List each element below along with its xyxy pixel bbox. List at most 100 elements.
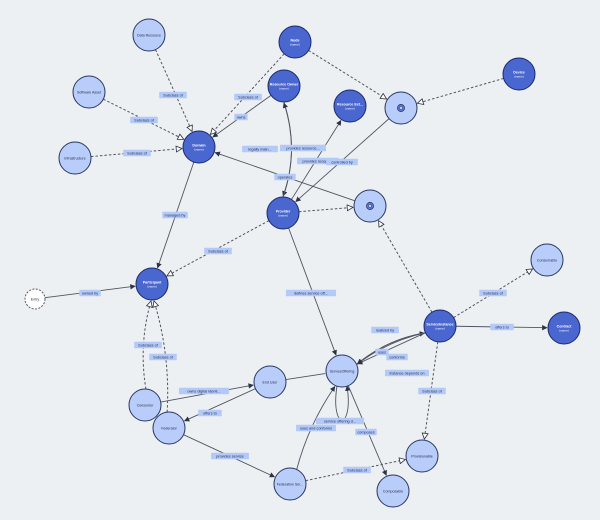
- node-circle: [182, 130, 216, 164]
- edge-label-text: Subclass of: [134, 118, 155, 122]
- edge-label: Subclass of: [130, 116, 158, 124]
- edge-label: legally main...: [242, 145, 278, 153]
- node-circle: [376, 474, 410, 508]
- node-circle: [333, 89, 367, 123]
- node-circle: [325, 354, 359, 388]
- subclass-edge-line: [167, 220, 270, 277]
- node-label: Federation Ser...: [277, 482, 304, 486]
- node-label: Federator: [161, 426, 177, 430]
- subclass-edge-line: [155, 49, 193, 132]
- edge-label-text: owns: [237, 115, 246, 119]
- edges-layer: [44, 49, 548, 482]
- node-sublabel: (name): [147, 285, 157, 289]
- node-service-instance[interactable]: ServiceInstance(name): [423, 309, 457, 343]
- edge-label-text: Subclass of: [238, 95, 259, 99]
- node-provider[interactable]: Provider(name): [266, 196, 300, 230]
- edge-label-box: [418, 387, 446, 395]
- edge-label: Subclass of: [123, 149, 151, 157]
- node-infrastructure[interactable]: Infrastructure: [58, 141, 92, 175]
- node-resource-owner[interactable]: Resource Owner(name): [267, 69, 301, 103]
- node-label: Software Asset: [77, 90, 101, 94]
- edge-label-text: realized by: [376, 328, 394, 332]
- edge-label-text: composes: [357, 430, 374, 434]
- node-label: Provisionable: [411, 454, 433, 458]
- edge-label: Subclass of: [159, 91, 187, 99]
- node-circle: [58, 141, 92, 175]
- node-ring-middle[interactable]: [353, 189, 387, 223]
- edge-label: Subclass of: [234, 93, 262, 101]
- edge-label-box: [385, 369, 429, 377]
- subclass-edge-line: [308, 50, 387, 99]
- node-circle: [128, 388, 162, 422]
- edge-label: realized by: [371, 326, 399, 334]
- node-circle: [253, 365, 287, 399]
- edge-label-box: [386, 353, 408, 361]
- edge-label-text: Subclass of: [422, 389, 443, 393]
- node-node-top[interactable]: Node(name): [278, 25, 312, 59]
- node-circle: [530, 243, 564, 277]
- node-ring-upper[interactable]: [384, 91, 418, 125]
- node-circle: [152, 411, 186, 445]
- edge-label-box: [242, 145, 278, 153]
- relation-edge-line: [356, 332, 426, 365]
- node-label: ServiceOffering: [330, 369, 355, 373]
- edge-label-text: owned by: [82, 291, 98, 295]
- edge-label-box: [371, 326, 399, 334]
- edge-label-box: [375, 348, 389, 356]
- node-resource-ext[interactable]: Resource Ext...(name): [333, 89, 367, 123]
- edge-label-box: [479, 289, 507, 297]
- edge-label: Subclass of: [149, 353, 177, 361]
- node-domain[interactable]: Domain(name): [182, 130, 216, 164]
- node-circle: [132, 18, 166, 52]
- node-circle: [405, 439, 439, 473]
- node-circle: [24, 288, 46, 310]
- edge-label: operates: [274, 173, 296, 181]
- node-data-resource[interactable]: Data Resource: [132, 18, 166, 52]
- node-circle: [267, 69, 301, 103]
- node-service-offering[interactable]: ServiceOffering: [325, 354, 359, 388]
- node-circle: [423, 309, 457, 343]
- node-sublabel: (name): [279, 87, 289, 91]
- node-label: Domain: [192, 144, 205, 148]
- edge-label: managed by: [162, 211, 188, 219]
- edge-label-text: Subclass of: [138, 343, 159, 347]
- node-label: Provider: [276, 210, 291, 214]
- edge-label-box: [198, 409, 222, 417]
- node-label: Device: [513, 71, 525, 75]
- relation-edge-line: [285, 373, 326, 381]
- node-device-top[interactable]: Device(name): [502, 57, 536, 91]
- node-participant[interactable]: Participant(name): [135, 267, 169, 301]
- node-software-asset[interactable]: Software Asset: [72, 75, 106, 109]
- node-consumable[interactable]: Consumable: [530, 243, 564, 277]
- node-consumer[interactable]: Consumer: [128, 388, 162, 422]
- node-label: Node: [291, 39, 300, 43]
- edge-label: Subclass of: [134, 341, 162, 349]
- node-federation-svc[interactable]: Federation Ser...: [273, 467, 307, 501]
- edge-label-text: provides resource...: [286, 146, 319, 150]
- edge-provider-to-participant: [167, 220, 270, 277]
- node-contract[interactable]: Contract(name): [547, 311, 581, 345]
- node-circle: [273, 467, 307, 501]
- edge-label: controlled by: [326, 158, 358, 166]
- edge-label-text: instance depends on: [389, 371, 424, 375]
- node-sublabel: (name): [278, 214, 288, 218]
- ring-icon-core: [399, 106, 403, 110]
- node-label: Consumer: [137, 403, 154, 407]
- node-federator[interactable]: Federator: [152, 411, 186, 445]
- edge-label-box: [149, 353, 177, 361]
- edge-label-text: Subclass of: [347, 468, 368, 472]
- edge-label-text: controlled by: [331, 160, 353, 164]
- edge-label-text: owns digital identi...: [187, 389, 220, 393]
- edge-label-box: [159, 91, 187, 99]
- node-entry[interactable]: Entry: [24, 288, 46, 310]
- node-composable[interactable]: Composable: [376, 474, 410, 508]
- node-sublabel: (name): [435, 327, 445, 331]
- node-circle: [266, 196, 300, 230]
- node-label: Consumable: [537, 258, 557, 262]
- edge-label-text: Subclass of: [208, 249, 229, 253]
- node-provisionable[interactable]: Provisionable: [405, 439, 439, 473]
- node-label: Entry: [31, 297, 40, 301]
- node-end-user[interactable]: End User: [253, 365, 287, 399]
- edge-label-text: Subclass of: [153, 355, 174, 359]
- edge-label-text: Subclass of: [163, 93, 184, 97]
